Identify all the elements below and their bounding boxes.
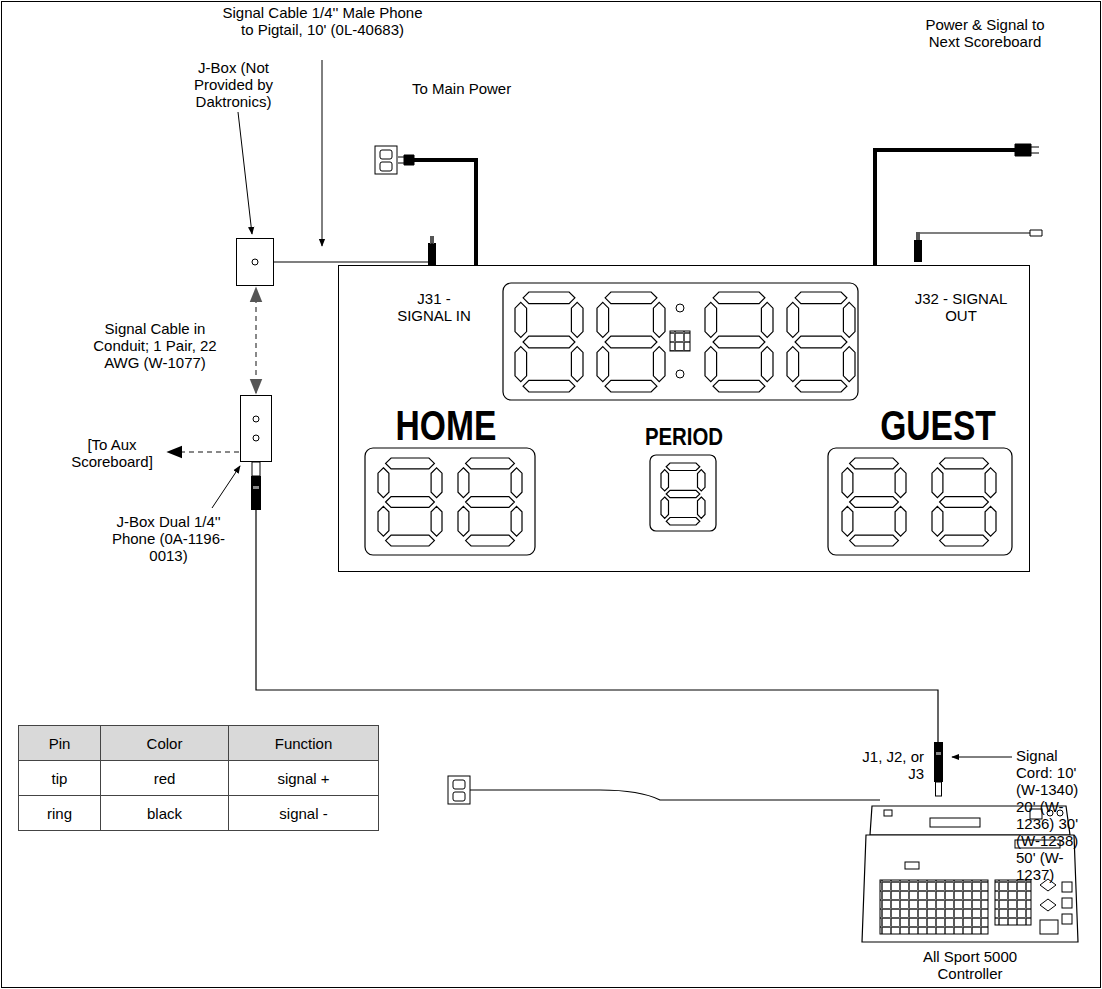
conduit-cable: [255, 288, 257, 393]
power-label: To Main Power: [412, 80, 542, 97]
signal-cable: [274, 243, 432, 262]
cable-label: Signal Cable in Conduit; 1 Pair, 22 AWG …: [90, 320, 220, 371]
port-label: J1, J2, or J3: [860, 748, 924, 782]
table-text: signal -: [279, 805, 327, 822]
table-text: black: [147, 805, 182, 822]
table-cell: red: [100, 760, 229, 796]
table-text: red: [154, 770, 176, 787]
team-label: GUEST: [878, 404, 998, 448]
table-cell: Color: [100, 725, 229, 761]
callout-text: J-Box Dual 1/4'' Phone (0A-1196-0013): [106, 513, 231, 564]
aux-label: [To Aux Scoreboard]: [62, 436, 162, 470]
cable-label: Signal Cord: 10' (W-1340) 20' (W-1236) 3…: [1016, 747, 1098, 883]
scoreboard: J31 - SIGNAL IN J32 - SIGNAL OUT HOME PERIO…: [338, 265, 1030, 572]
table-cell: Pin: [18, 725, 101, 761]
table-text: ring: [47, 805, 72, 822]
callout-text: J-Box (Not Provided by Daktronics): [176, 59, 291, 110]
table-text: signal +: [277, 770, 329, 787]
table-cell: tip: [18, 760, 101, 796]
table-cell: Function: [228, 725, 379, 761]
table-cell: black: [100, 795, 229, 831]
signal-cord: [256, 510, 938, 742]
power-label: Power & Signal to Next Scoreboard: [920, 16, 1050, 50]
table-text: Function: [275, 735, 333, 752]
team-label: HOME: [390, 404, 502, 448]
junction-box: J-Box (Not Provided by Daktronics): [236, 238, 274, 286]
table-text: Color: [147, 735, 183, 752]
cable-label: Signal Cable 1/4'' Male Phone to Pigtail…: [220, 4, 425, 38]
table-text: Pin: [49, 735, 71, 752]
table-cell: ring: [18, 795, 101, 831]
period-label: PERIOD: [633, 424, 735, 450]
table-cell: signal +: [228, 760, 379, 796]
table-text: tip: [52, 770, 68, 787]
device-label: All Sport 5000 Controller: [910, 948, 1030, 982]
junction-box: J-Box Dual 1/4'' Phone (0A-1196-0013): [240, 395, 272, 462]
table-cell: signal -: [228, 795, 379, 831]
connector-label: J32 - SIGNAL OUT: [913, 290, 1009, 324]
connector-label: J31 - SIGNAL IN: [388, 290, 480, 324]
